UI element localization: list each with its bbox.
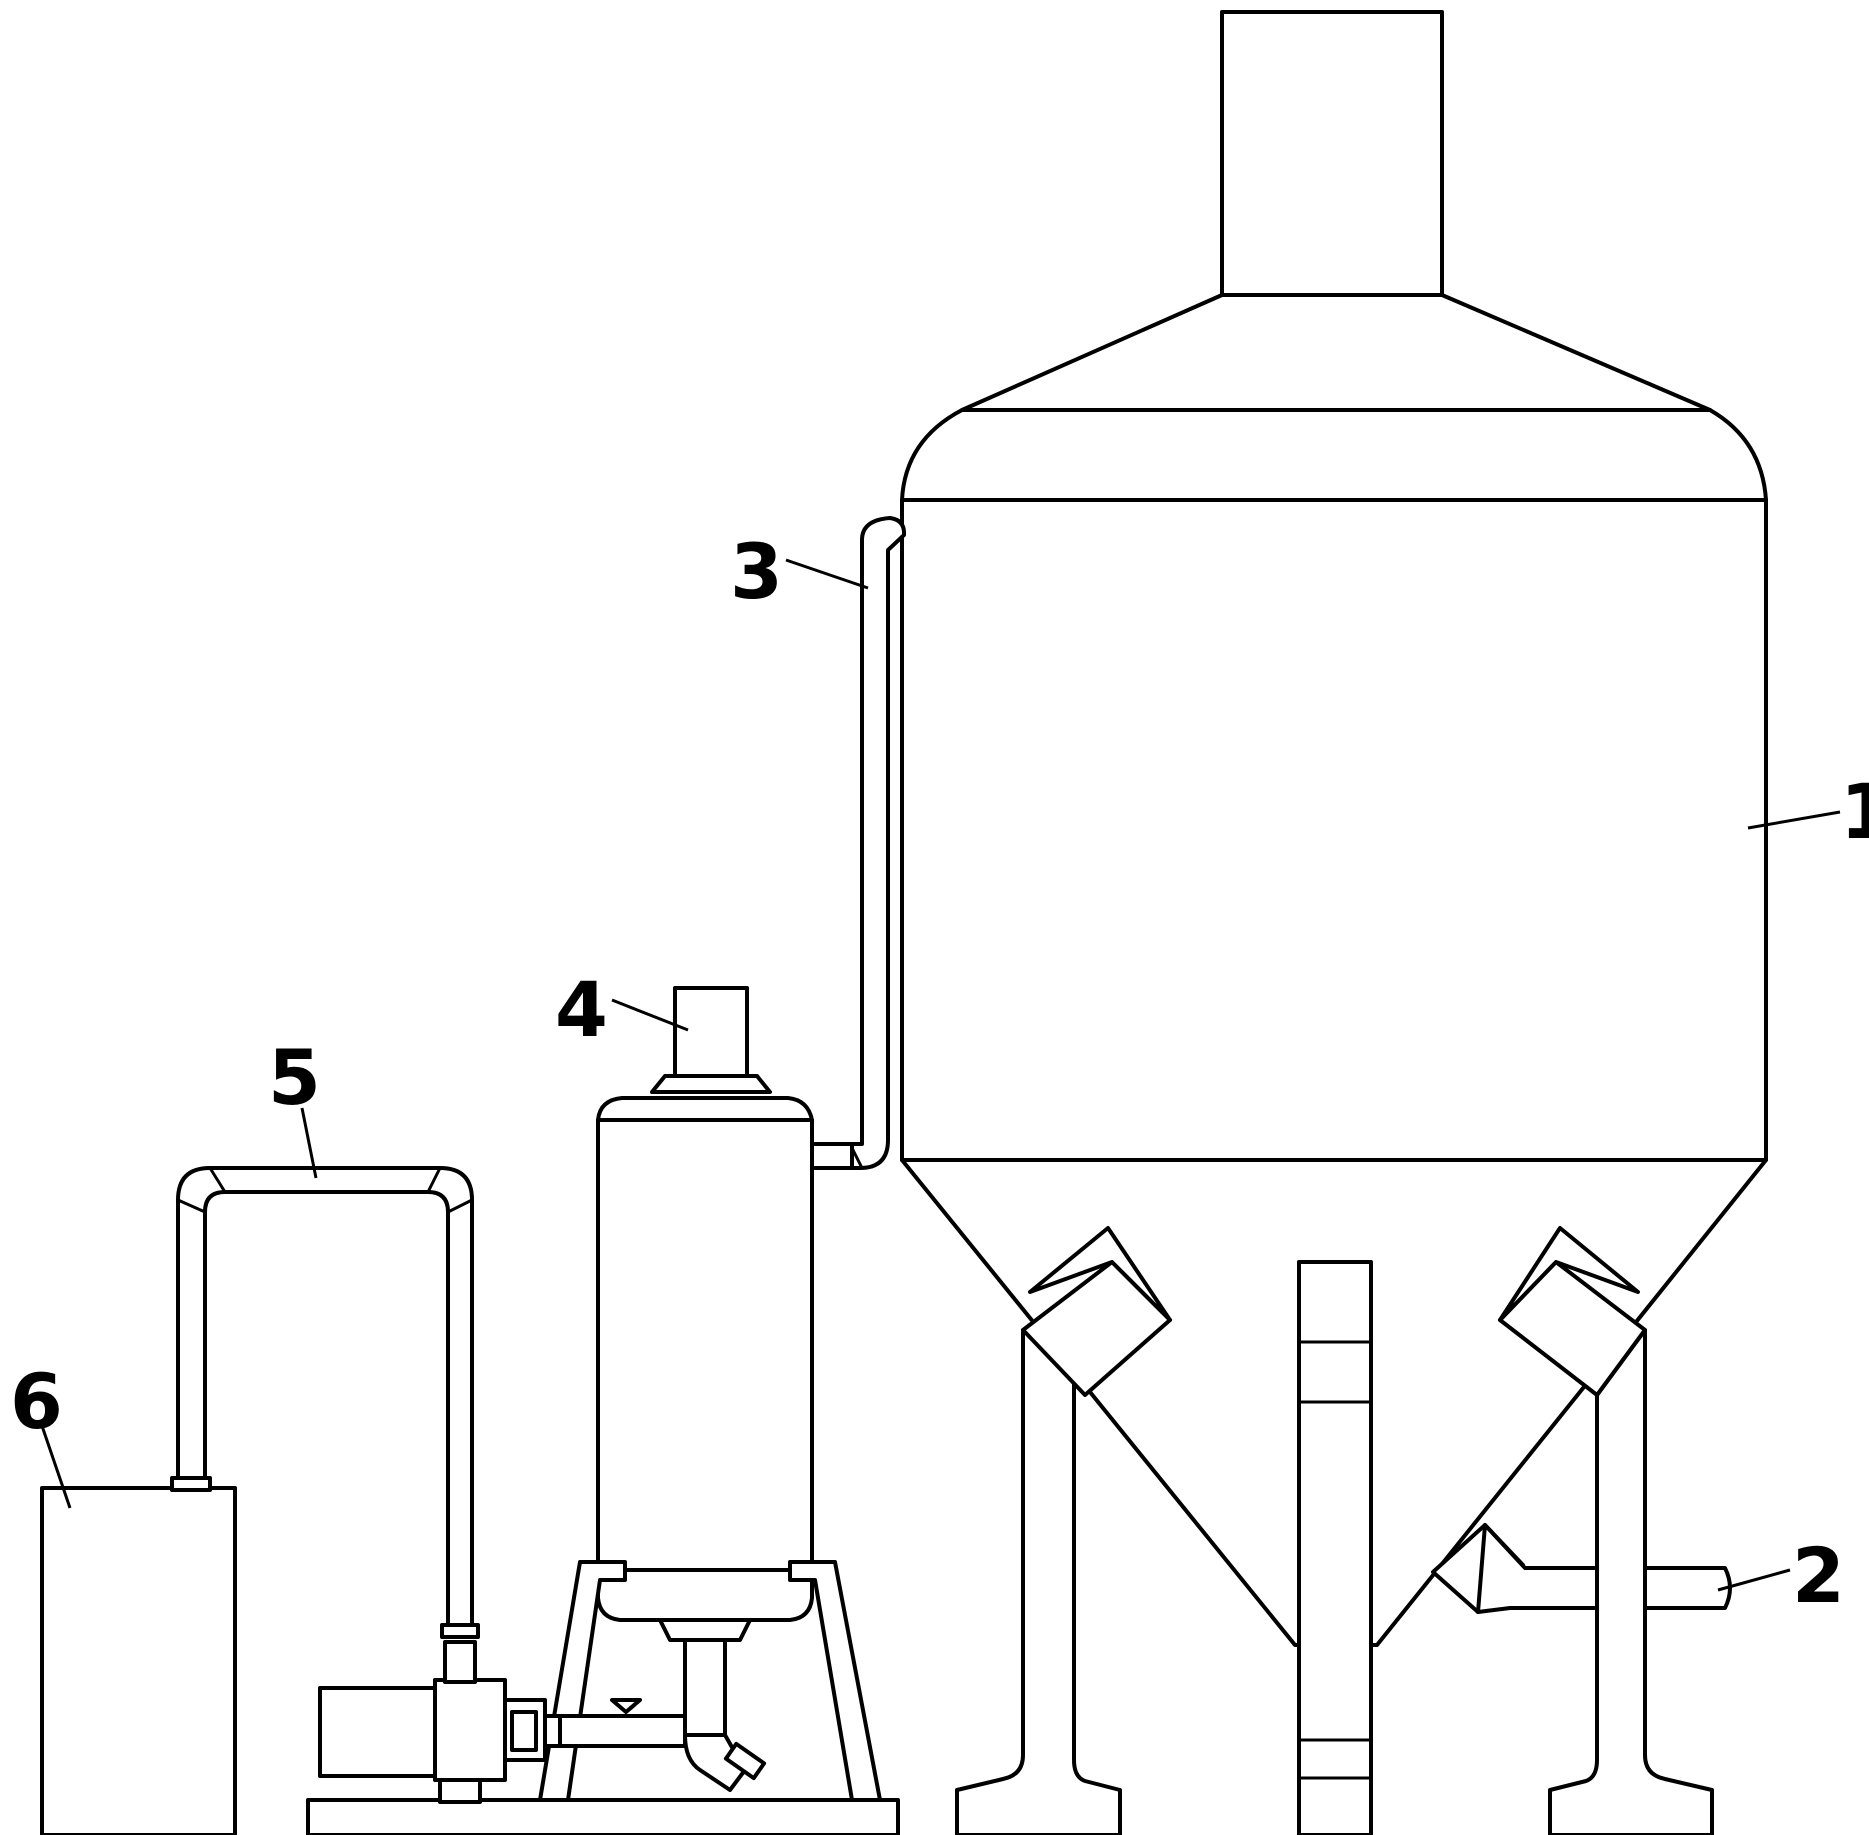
tank-shoulder <box>900 408 1768 502</box>
label-2: 2 <box>1792 1531 1845 1620</box>
leader-1 <box>1747 810 1841 830</box>
reservoir-box <box>40 1486 237 1835</box>
pump-flange <box>510 1710 538 1752</box>
right-leg-bracket-cap <box>1498 1226 1640 1322</box>
filter-outlet-nozzle <box>673 986 749 1078</box>
tank-body <box>900 498 1768 1162</box>
left-leg-bracket-cap <box>1028 1226 1172 1322</box>
pump <box>318 1623 562 1804</box>
right-leg <box>1548 1328 1714 1835</box>
suction-pipe <box>558 1714 687 1748</box>
filter-vessel-body <box>596 1118 814 1572</box>
pump-foot <box>438 1778 482 1804</box>
leader-4 <box>611 998 689 1032</box>
label-3: 3 <box>730 527 783 616</box>
filter-drain-pipe <box>683 1638 727 1737</box>
label-5: 5 <box>268 1033 321 1122</box>
leader-3 <box>785 558 869 590</box>
pump-motor <box>318 1686 437 1778</box>
filter-base-plate <box>306 1798 900 1835</box>
tank-cone-roof <box>960 293 1712 412</box>
filter-nozzle-flange <box>650 1074 772 1094</box>
reservoir <box>40 1476 237 1835</box>
pump-casing <box>433 1678 507 1782</box>
outlet-pipe-run <box>1476 1523 1599 1614</box>
pump-suction-joint <box>543 1714 562 1748</box>
leader-6 <box>38 1419 72 1509</box>
reservoir-inlet-collar <box>170 1476 212 1492</box>
connecting-pipe-vertical <box>810 516 907 1170</box>
filter-strainer-cap <box>723 1741 767 1781</box>
outlet-pipe <box>1431 1523 1732 1614</box>
label-4: 4 <box>555 965 608 1054</box>
tank-supports <box>955 1226 1714 1835</box>
left-leg <box>955 1328 1122 1835</box>
filter-inlet-stub <box>810 1142 854 1170</box>
label-6: 6 <box>10 1357 63 1446</box>
pump-discharge <box>443 1640 477 1684</box>
label-1: 1 <box>1840 767 1869 856</box>
leader-5 <box>300 1107 318 1179</box>
filter-drain-flange <box>658 1618 752 1642</box>
return-pipe <box>176 1166 474 1627</box>
connecting-pipe <box>810 516 907 1170</box>
tank-top-chimney <box>1220 10 1444 297</box>
outlet-pipe-tail <box>1643 1566 1732 1610</box>
filter-unit <box>306 986 900 1835</box>
return-pipe-loop <box>176 1166 474 1627</box>
valve-marker <box>610 1698 642 1714</box>
filter-vessel-bottom <box>596 1568 814 1622</box>
middle-leg <box>1297 1260 1373 1835</box>
leader-2 <box>1717 1568 1791 1592</box>
